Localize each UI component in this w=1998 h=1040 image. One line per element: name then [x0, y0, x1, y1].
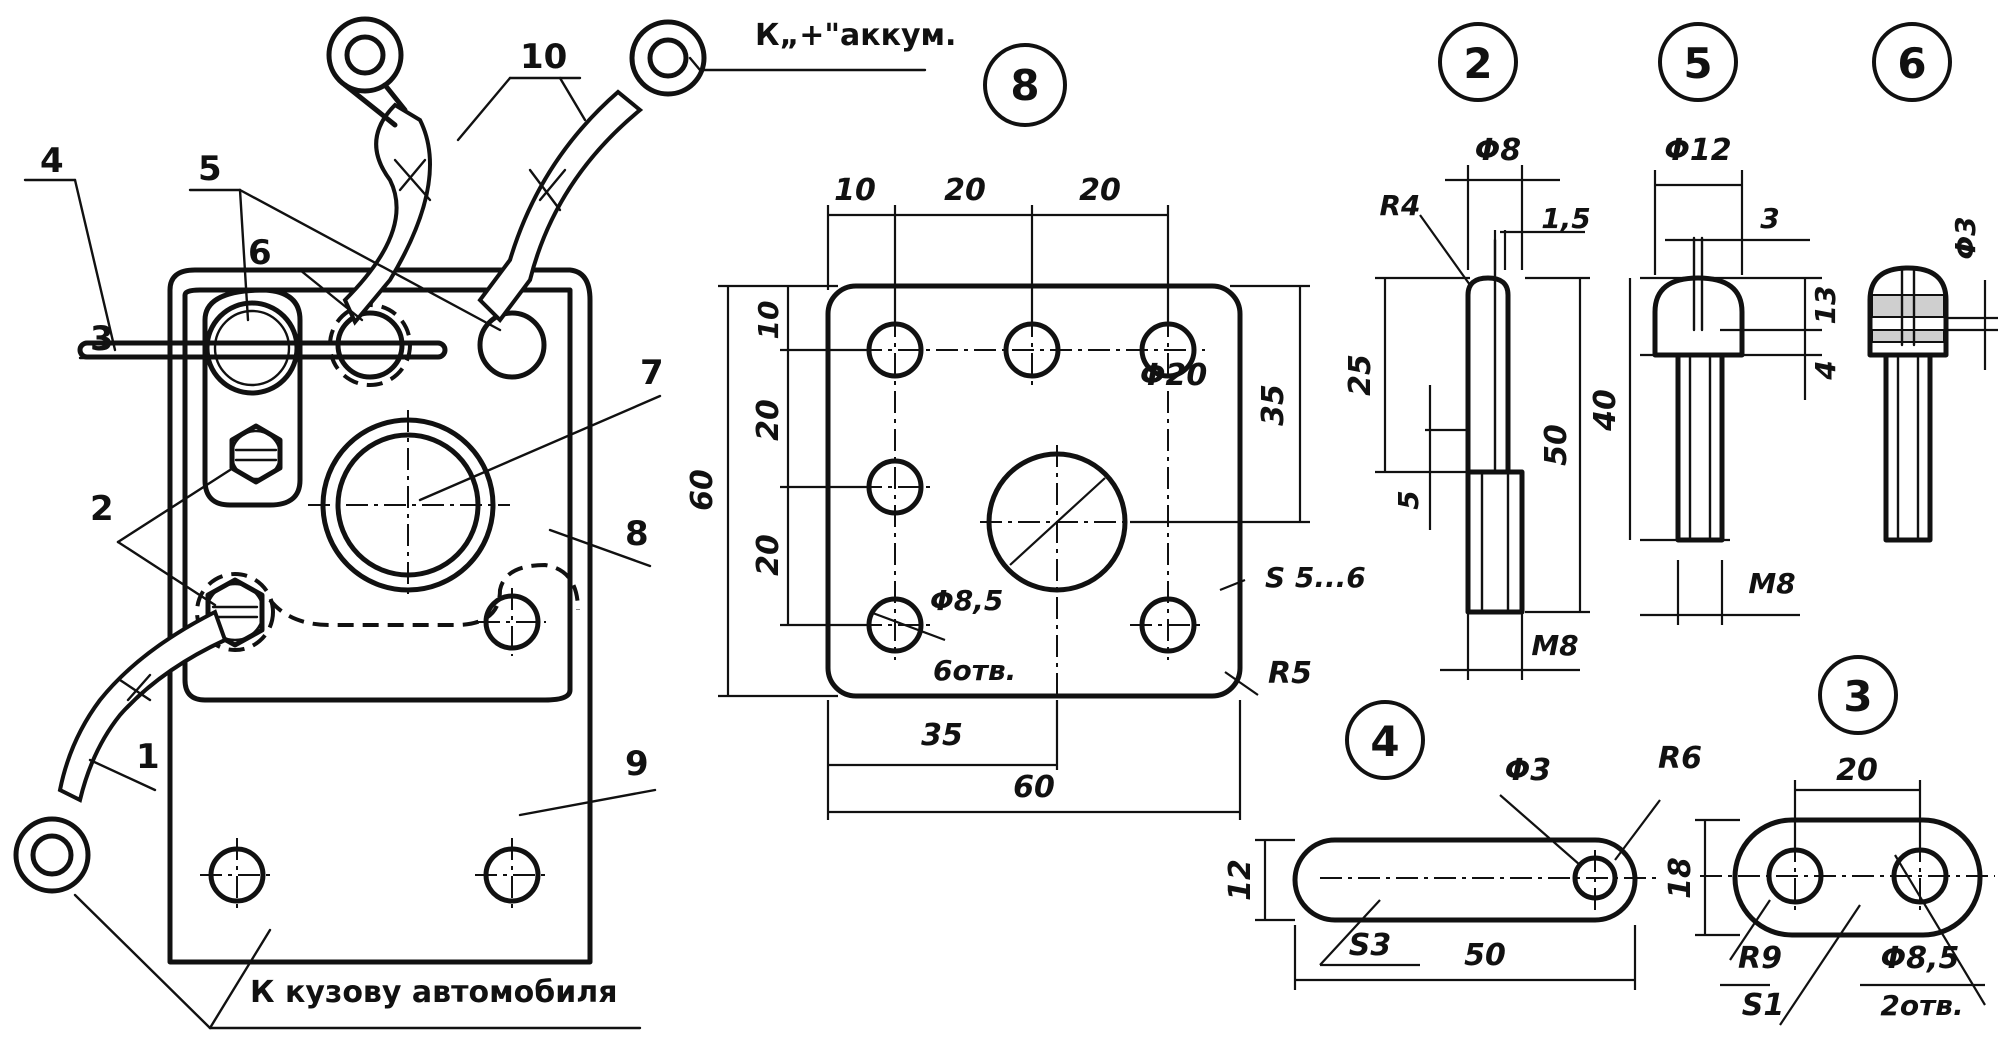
p3-dim-s1: S1 — [1742, 988, 1784, 1023]
part-8-plate — [825, 283, 1243, 699]
part-6-id-circle — [1872, 22, 1952, 102]
p2-dim-m8: M8 — [1531, 629, 1578, 662]
part-4-detail: 4 12 Φ3 R6 S3 50 — [1223, 700, 1702, 990]
p4-dim-12: 12 — [1223, 859, 1258, 901]
part-5-head — [1652, 275, 1745, 358]
p4-dim-s3: S3 — [1349, 928, 1391, 963]
cable-10-right — [477, 89, 644, 324]
callout-7: 7 — [640, 353, 664, 393]
callout-10: 10 — [520, 37, 567, 77]
nut-2-upper — [229, 423, 283, 485]
part-2-detail: 2 Φ8 R4 1,5 25 50 5 M8 — [1343, 22, 1591, 680]
p4-dim-phi3: Φ3 — [1505, 753, 1551, 788]
callout-3: 3 — [90, 319, 114, 359]
part-4-id: 4 — [1370, 717, 1399, 766]
part-4-strip — [1292, 837, 1638, 923]
p6-dim-phi3: Φ3 — [1949, 216, 1982, 259]
lug-bottom — [13, 816, 91, 894]
part-3-id-circle — [1818, 655, 1898, 735]
p8-dim-phi85: Φ8,5 — [930, 584, 1003, 617]
part-3-strap — [1732, 817, 1983, 938]
p2-dim-1-5: 1,5 — [1541, 202, 1591, 235]
terminal-5-left — [204, 300, 300, 396]
p8-dim-r5: R5 — [1268, 656, 1312, 691]
callout-1: 1 — [136, 737, 160, 777]
label-car-body: К кузову автомобиля — [250, 975, 617, 1010]
p5-dim-40: 40 — [1588, 389, 1623, 432]
part-6-thread — [1883, 352, 1933, 543]
p8-dim-top-20b: 20 — [1079, 173, 1121, 208]
p8-dim-top-20a: 20 — [944, 173, 986, 208]
p8-dim-top-10: 10 — [834, 173, 876, 208]
callout-4: 4 — [40, 141, 64, 181]
base-plate-9 — [167, 267, 593, 965]
contact-plate-8 — [182, 287, 573, 703]
part-2-body — [1465, 275, 1511, 475]
p5-dim-13: 13 — [1809, 286, 1842, 325]
part-2-thread — [1465, 469, 1525, 615]
p3-dim-18: 18 — [1663, 857, 1698, 899]
terminal-6 — [335, 310, 405, 380]
p5-dim-m8: M8 — [1748, 567, 1795, 600]
callout-2: 2 — [90, 489, 114, 529]
p3-dim-r9: R9 — [1738, 941, 1782, 976]
p8-dim-6holes: 6отв. — [933, 654, 1016, 687]
p8-dim-left-20a: 20 — [751, 399, 786, 441]
p8-dim-left-20b: 20 — [751, 534, 786, 576]
part-3-detail: 3 20 18 R9 S1 Φ8,5 2отв. — [1663, 655, 1995, 1026]
part-5-detail: 5 Φ12 3 13 40 4 M8 — [1588, 22, 1842, 625]
p8-dim-phi20: Φ20 — [1140, 358, 1207, 393]
p5-dim-3: 3 — [1760, 202, 1779, 235]
lug-right — [629, 19, 707, 97]
p8-dim-thickness: S 5...6 — [1265, 561, 1366, 594]
lug-left — [326, 16, 404, 94]
p8-dim-bottom-35: 35 — [921, 718, 963, 753]
part-5-thread — [1675, 352, 1725, 543]
callout-5: 5 — [198, 149, 222, 189]
p3-dim-20: 20 — [1836, 753, 1878, 788]
p8-dim-left-10: 10 — [752, 301, 785, 340]
strap-3 — [202, 287, 303, 508]
strip-4 — [77, 340, 448, 360]
p2-dim-25: 25 — [1343, 354, 1378, 396]
callouts: 4 5 6 10 3 2 7 8 9 1 К„+"аккум. К кузову… — [23, 18, 956, 1030]
p8-dim-right-35: 35 — [1256, 384, 1291, 426]
part-4-id-circle — [1345, 700, 1425, 780]
part-6-detail: 6 Φ3 — [1867, 22, 1998, 543]
part-3-id: 3 — [1843, 672, 1872, 721]
terminal-5-right — [477, 310, 547, 380]
assembly-view — [13, 16, 707, 965]
part-2-id: 2 — [1463, 39, 1492, 88]
p5-dim-4: 4 — [1809, 360, 1842, 380]
label-plus-battery: К„+"аккум. — [755, 18, 956, 53]
p2-dim-50: 50 — [1539, 424, 1574, 466]
p3-dim-2holes: 2отв. — [1880, 989, 1963, 1022]
part-6-id: 6 — [1897, 39, 1926, 88]
p2-dim-5: 5 — [1392, 490, 1425, 509]
callout-6: 6 — [248, 233, 272, 273]
cable-1 — [57, 609, 228, 803]
p3-dim-phi85: Φ8,5 — [1881, 941, 1960, 976]
part-8-id: 8 — [1010, 61, 1039, 110]
p2-dim-phi8: Φ8 — [1475, 133, 1521, 168]
p5-dim-phi12: Φ12 — [1664, 133, 1731, 168]
part-5-id: 5 — [1683, 39, 1712, 88]
part-6-head — [1867, 265, 1949, 358]
callout-8: 8 — [625, 514, 649, 554]
callout-9: 9 — [625, 744, 649, 784]
p8-dim-left-60: 60 — [685, 469, 720, 511]
part-8-id-circle — [983, 43, 1067, 127]
part-2-id-circle — [1438, 22, 1518, 102]
part-8-detail: 8 — [685, 43, 1366, 820]
p4-dim-50: 50 — [1464, 938, 1506, 973]
p2-dim-r4: R4 — [1379, 189, 1420, 222]
cable-10-left — [342, 102, 432, 326]
p8-dim-bottom-60: 60 — [1013, 770, 1055, 805]
p4-dim-r6: R6 — [1658, 741, 1702, 776]
part-5-id-circle — [1658, 22, 1738, 102]
